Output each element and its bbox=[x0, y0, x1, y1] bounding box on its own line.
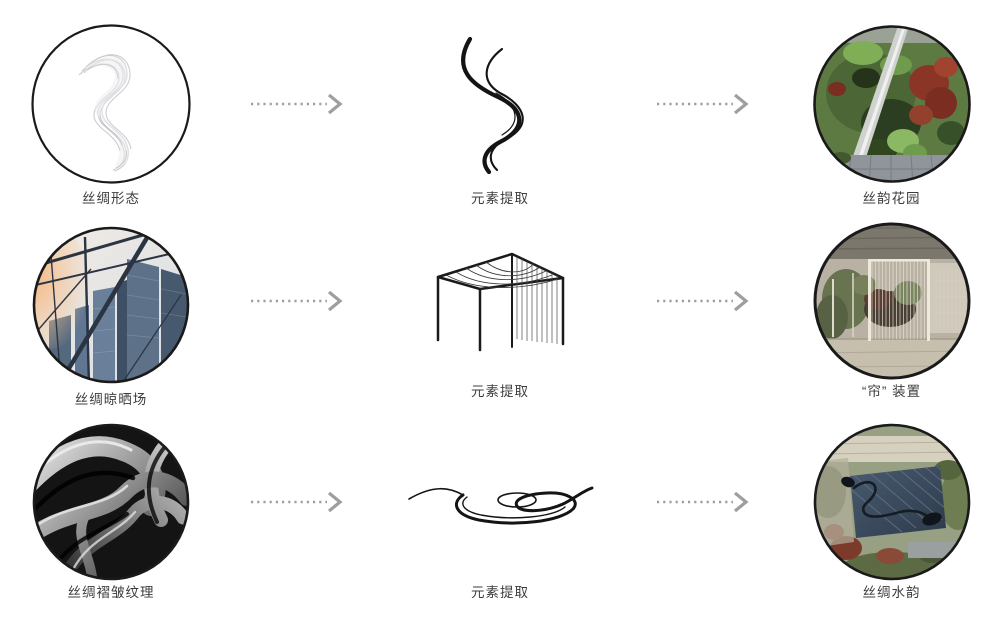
aerial-garden-image bbox=[812, 25, 971, 183]
caption: “帘” 装置 bbox=[861, 384, 922, 399]
caption: 丝绸水韵 bbox=[862, 585, 921, 600]
silk-fabric-swirl-image bbox=[31, 24, 191, 184]
curtain-installation-photo bbox=[778, 221, 1005, 381]
arrow-cell bbox=[628, 422, 778, 623]
silk-curve-sketch bbox=[372, 20, 628, 188]
water-feature-aerial-photo bbox=[778, 422, 1005, 582]
arrow-cell bbox=[628, 20, 778, 221]
silk-drying-scaffold-image bbox=[32, 226, 190, 384]
result-cell: 丝绸水韵 bbox=[778, 422, 1005, 623]
silk-ribbon-curves-sketch bbox=[461, 36, 524, 175]
extraction-cell: 元素提取 bbox=[372, 221, 628, 422]
arrow-cell bbox=[628, 221, 778, 422]
caption: 元素提取 bbox=[471, 191, 529, 206]
silk-form-photo bbox=[0, 20, 222, 188]
caption: 丝绸形态 bbox=[82, 191, 140, 206]
silk-body-shade bbox=[85, 56, 130, 171]
arrow-cell bbox=[222, 20, 372, 221]
dotted-arrow-icon bbox=[657, 93, 749, 115]
dotted-arrow-icon bbox=[657, 491, 749, 513]
garden-aerial-photo bbox=[778, 20, 1005, 188]
row-silk-drying: 丝绸晾晒场 bbox=[0, 221, 1005, 422]
silk-texture-photo bbox=[0, 422, 222, 582]
row-silk-texture: 丝绸褶皱纹理 元素提取 bbox=[0, 422, 1005, 623]
arrow-cell bbox=[222, 221, 372, 422]
extraction-cell: 元素提取 bbox=[372, 20, 628, 221]
dotted-arrow-icon bbox=[251, 93, 343, 115]
row-silk-form: 丝绸形态 元素提取 bbox=[0, 20, 1005, 221]
source-cell: 丝绸晾晒场 bbox=[0, 221, 222, 422]
dotted-arrow-icon bbox=[251, 290, 343, 312]
curtain-installation-image bbox=[813, 222, 970, 380]
caption: 元素提取 bbox=[471, 384, 529, 399]
dotted-arrow-icon bbox=[251, 491, 343, 513]
aerial-water-feature-image bbox=[813, 423, 970, 581]
caption: 丝绸褶皱纹理 bbox=[67, 585, 155, 600]
dotted-arrow-icon bbox=[657, 290, 749, 312]
caption: 元素提取 bbox=[471, 585, 529, 600]
arrow-cell bbox=[222, 422, 372, 623]
caption: 丝绸晾晒场 bbox=[74, 392, 148, 407]
water-curve-sketch bbox=[372, 422, 628, 582]
extraction-cell: 元素提取 bbox=[372, 422, 628, 623]
scaffold-photo bbox=[0, 221, 222, 389]
source-cell: 丝绸形态 bbox=[0, 20, 222, 221]
caption: 丝韵花园 bbox=[862, 191, 921, 206]
source-cell: 丝绸褶皱纹理 bbox=[0, 422, 222, 623]
silk-fold-texture-image bbox=[32, 423, 190, 581]
canopy-frame-sketch bbox=[372, 221, 628, 381]
result-cell: 丝韵花园 bbox=[778, 20, 1005, 221]
meander-water-lines-sketch bbox=[408, 486, 594, 525]
result-cell: “帘” 装置 bbox=[778, 221, 1005, 422]
canopy-wireframe-sketch bbox=[436, 252, 565, 352]
